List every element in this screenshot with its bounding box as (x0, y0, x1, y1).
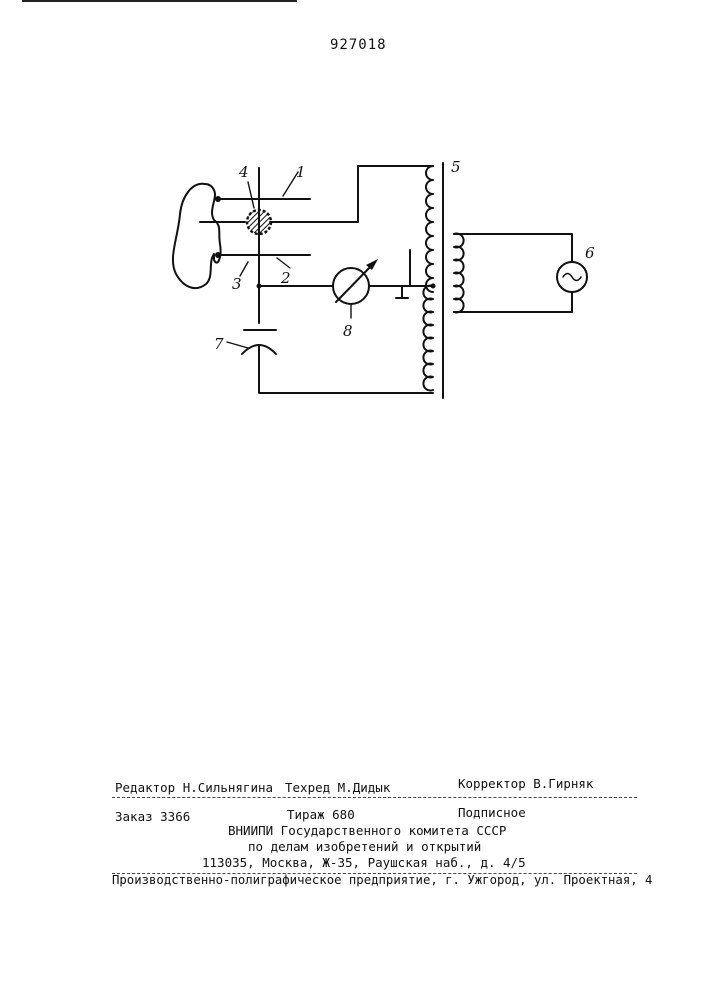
org-line-2: по делам изобретений и открытий (248, 839, 481, 854)
secondary-loop-bottom (454, 292, 572, 312)
order-number: Заказ 3366 (115, 809, 190, 824)
printer-line: Производственно-полиграфическое предприя… (112, 873, 652, 887)
leader-4 (248, 182, 254, 208)
junction-dot (431, 284, 436, 289)
leader-7 (227, 342, 248, 348)
primary-coil-upper (426, 166, 433, 292)
sample-disk (247, 210, 271, 234)
corrector-credit: Корректор В.Гирняк (458, 776, 593, 791)
secondary-loop (454, 234, 572, 262)
primary-coil-lower (423, 286, 433, 391)
label-5: 5 (451, 158, 461, 176)
junction-dot (215, 252, 221, 258)
label-7: 7 (214, 335, 224, 353)
rule-dashed-1 (112, 797, 637, 798)
subscription: Подписное (458, 805, 526, 820)
label-1: 1 (296, 163, 306, 181)
leader-2 (277, 258, 290, 268)
junction-dot (257, 284, 262, 289)
generator-sine (563, 274, 581, 281)
circulation: Тираж 680 (287, 807, 355, 822)
label-3: 3 (232, 275, 242, 293)
label-8: 8 (343, 322, 353, 340)
org-address: 113035, Москва, Ж-35, Раушская наб., д. … (202, 855, 526, 870)
label-2: 2 (280, 269, 291, 287)
secondary-coil (454, 234, 464, 313)
cloud-outline (173, 184, 221, 288)
techred-credit: Техред М.Дидык (285, 780, 390, 795)
label-6: 6 (585, 244, 595, 262)
editor-credit: Редактор Н.Сильнягина (115, 780, 273, 795)
label-4: 4 (238, 163, 249, 181)
org-line-1: ВНИИПИ Государственного комитета СССР (228, 823, 506, 838)
wire-top (270, 166, 433, 222)
wire-bottom (259, 345, 433, 393)
leader-3 (240, 262, 248, 276)
junction-dot (215, 196, 221, 202)
